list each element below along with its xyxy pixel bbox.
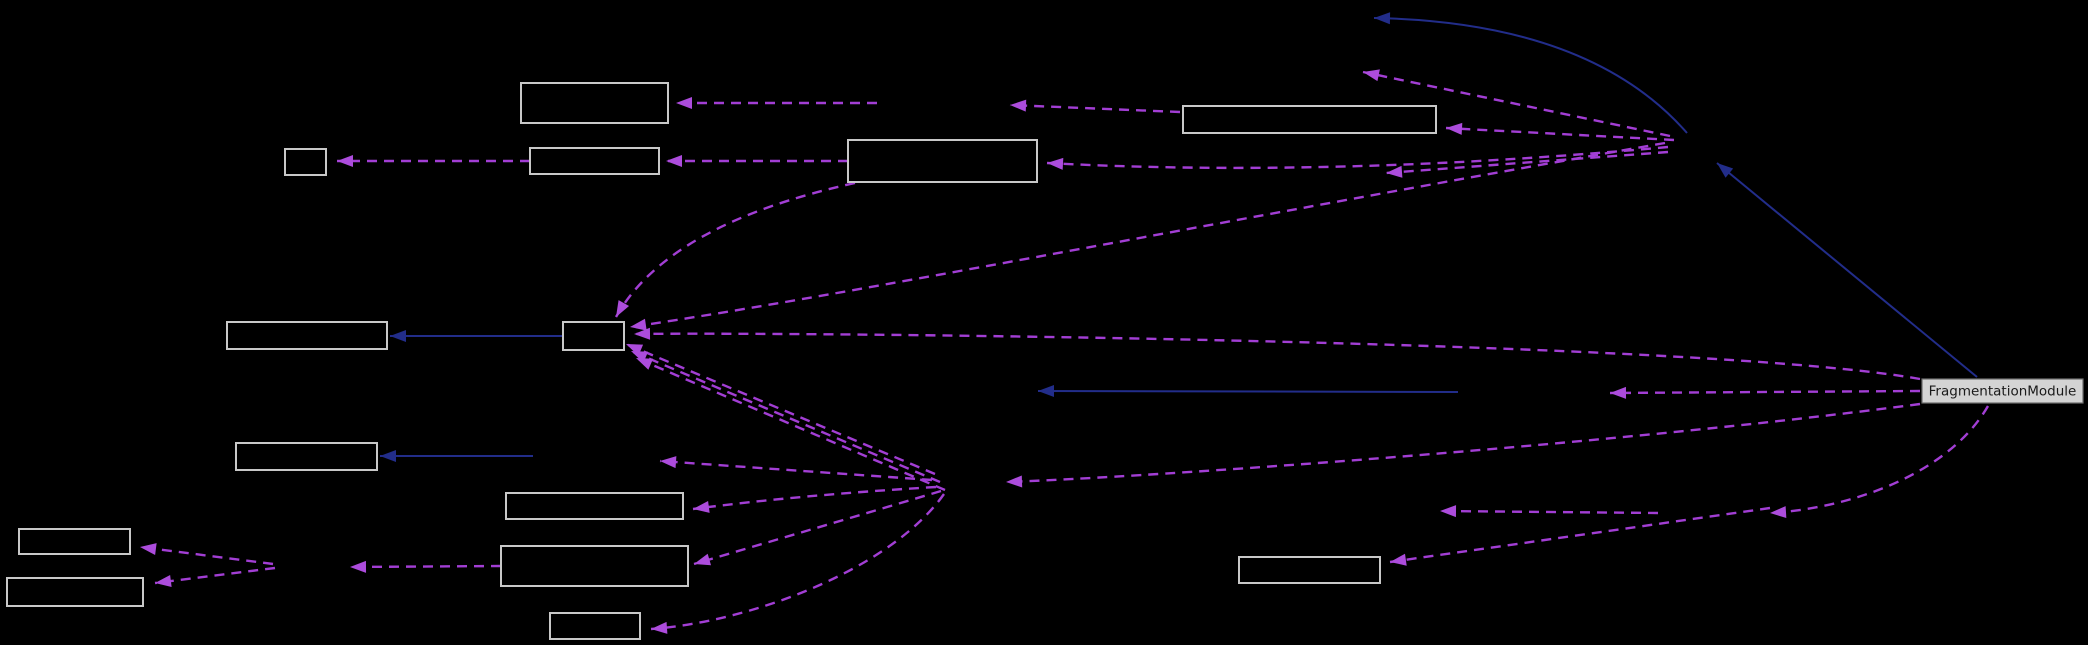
graph-edge [1005,402,1921,488]
graph-edge [1037,385,1459,398]
graph-edge [337,155,530,167]
graph-edge [1439,505,1659,518]
arrowhead-icon [1006,475,1023,488]
arrowhead-icon [140,543,157,555]
graph-edge [692,485,937,513]
arrowhead-icon [390,330,406,342]
graph-node[interactable] [284,148,327,176]
graph-edge [390,330,563,342]
graph-node[interactable] [505,492,684,520]
graph-node[interactable] [235,442,378,471]
graph-edge [676,97,877,109]
arrowhead-icon [1386,165,1403,178]
arrowhead-icon [660,456,677,469]
graph-edge [349,560,502,573]
graph-edge [633,327,1921,381]
graph-edge [693,489,942,566]
arrowhead-icon [616,300,630,317]
graph-edge [629,141,1666,331]
graph-edge [635,356,946,492]
graph-edge [1362,69,1671,138]
arrowhead-icon [676,97,692,109]
arrowhead-icon [1374,12,1391,25]
graph-node[interactable] [1238,556,1381,584]
arrowhead-icon [651,621,668,634]
node-label: FragmentationModule [1929,384,2077,400]
graph-node[interactable] [847,139,1038,183]
graph-edge [380,450,533,462]
graph-edge [1445,122,1675,142]
graph-edge [1769,405,1990,519]
graph-edge [650,493,945,634]
graph-node[interactable] [500,545,689,587]
graph-edge [139,543,274,566]
graph-node-fragmentationmodule[interactable]: FragmentationModule [1921,378,2084,404]
arrowhead-icon [1390,553,1407,566]
graph-edge [614,181,856,318]
arrowhead-icon [666,155,682,167]
arrowhead-icon [634,327,651,340]
graph-node[interactable] [520,82,669,124]
arrowhead-icon [1363,69,1380,82]
arrowhead-icon [1440,505,1457,518]
graph-node[interactable] [549,612,641,640]
graph-node[interactable] [529,147,660,175]
arrowhead-icon [350,560,367,573]
arrowhead-icon [1010,99,1027,112]
graph-edge [659,456,933,482]
arrowhead-icon [693,500,710,513]
arrowhead-icon [1610,386,1627,399]
graph-node[interactable] [18,528,131,555]
graph-node[interactable] [562,321,625,351]
arrowhead-icon [155,575,172,587]
arrowhead-icon [1717,163,1734,178]
graph-node[interactable] [1182,105,1437,134]
graph-edge [1385,150,1669,178]
arrowhead-icon [1770,506,1787,519]
arrowhead-icon [337,155,353,167]
graph-node[interactable] [6,577,144,607]
arrowhead-icon [694,553,712,566]
graph-edge [1716,162,1978,378]
arrowhead-icon [380,450,396,462]
arrowhead-icon [636,358,654,370]
arrowhead-icon [1446,122,1463,135]
graph-edge [625,342,936,476]
graph-edge [1373,12,1688,134]
graph-edge [154,566,276,587]
graph-edge [1009,99,1181,114]
arrowhead-icon [630,318,647,331]
graph-edge [666,155,848,167]
graph-edge [1389,506,1771,566]
arrowhead-icon [1047,157,1064,170]
graph-edge [1609,386,1921,399]
graph-node[interactable] [226,321,388,350]
arrowhead-icon [1038,385,1055,398]
graph-edge [1046,145,1669,170]
